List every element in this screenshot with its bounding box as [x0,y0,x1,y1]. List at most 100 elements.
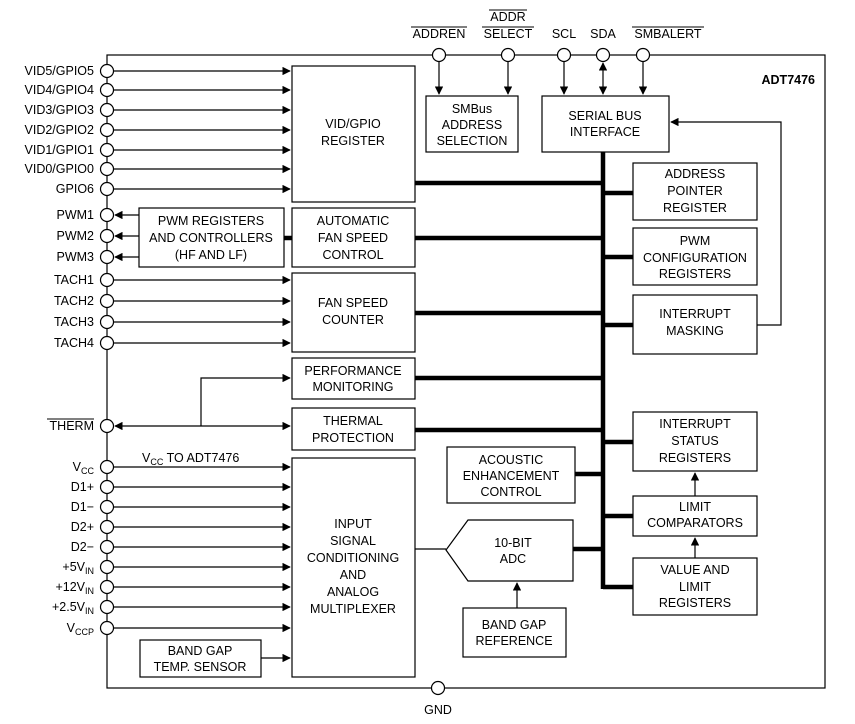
block-text: VALUE AND [660,563,729,577]
pin-gpio6 [99,181,115,197]
block-text: PROTECTION [312,431,394,445]
chip-name: ADT7476 [762,73,816,87]
pin-label: VID0/GPIO0 [25,162,95,176]
block-text: AUTOMATIC [317,214,389,228]
pin-vid1 [99,142,115,158]
pin-addr-label: ADDR [490,10,525,24]
thermal-protection-block [291,407,416,451]
band-gap-reference-block [462,607,567,658]
pin-smbalert [635,47,651,63]
block-text: SERIAL BUS [568,109,641,123]
block-text: MONITORING [312,380,393,394]
left-pins: VID5/GPIO5 VID4/GPIO4 VID3/GPIO3 VID2/GP… [25,63,291,637]
block-text: REGISTERS [659,267,731,281]
fan-speed-counter-block [291,272,416,353]
pin-tach3 [99,314,115,330]
pin-tach4 [99,335,115,351]
input-signal-conditioning-block [291,457,416,678]
block-text: COUNTER [322,313,384,327]
pin-label: VID4/GPIO4 [25,83,95,97]
block-text: CONTROL [480,485,541,499]
block-text: INTERFACE [570,125,640,139]
pin-label: TACH3 [54,315,94,329]
limit-comparators-block [632,495,758,537]
pin-label: PWM2 [57,229,95,243]
vcc-note: VCC TO ADT7476 [142,451,239,467]
block-text: VID/GPIO [325,117,381,131]
address-pointer-register-block [632,162,758,221]
pin-label: THERM [50,419,94,433]
pin-addren [431,47,447,63]
pwm-configuration-registers-block [632,227,758,286]
serial-bus-interface-block [541,95,670,153]
block-text: PWM [680,234,711,248]
pin-pwm2 [99,228,115,244]
pin-label: D1+ [71,480,94,494]
pin-label: VCCP [67,621,94,637]
value-and-limit-registers-block [632,557,758,616]
block-text: ADDRESS [442,118,502,132]
block-text: TEMP. SENSOR [154,660,247,674]
block-text: BAND GAP [168,644,233,658]
pin-label: VID2/GPIO2 [25,123,95,137]
block-text: INTERRUPT [659,417,731,431]
block-text: ADC [500,552,526,566]
pin-label: VID5/GPIO5 [25,64,95,78]
pin-label: +12VIN [55,580,94,596]
block-text: LIMIT [679,500,711,514]
pin-label: TACH4 [54,336,94,350]
block-text: CONTROL [322,248,383,262]
block-text: FAN SPEED [318,296,388,310]
pin-vid5 [99,63,115,79]
pin-vid3 [99,102,115,118]
pwm-registers-block [138,207,285,268]
block-text: ANALOG [327,585,379,599]
block-text: AND [340,568,366,582]
pin-label: VCC [73,460,95,476]
pin-d2n [99,539,115,555]
pin-d2p [99,519,115,535]
smbus-address-selection-block [425,95,519,153]
pin-5v [99,559,115,575]
block-text: PWM REGISTERS [158,214,264,228]
pin-sda [595,47,611,63]
block-text: REGISTER [321,134,385,148]
pin-vid0 [99,161,115,177]
block-text: REFERENCE [475,634,552,648]
block-text: LIMIT [679,580,711,594]
internal-bus [415,152,633,590]
block-text: MULTIPLEXER [310,602,396,616]
block-text: REGISTERS [659,451,731,465]
block-text: COMPARATORS [647,516,743,530]
pin-vcc [99,459,115,475]
block-text: AND CONTROLLERS [149,231,273,245]
block-text: ACOUSTIC [479,453,544,467]
pin-label: PWM3 [57,250,95,264]
pin-addren-label: ADDREN [413,27,466,41]
block-text: BAND GAP [482,618,547,632]
pin-label: TACH1 [54,273,94,287]
pin-pwm1 [99,207,115,223]
block-text: CONFIGURATION [643,251,747,265]
pin-vid2 [99,122,115,138]
pin-label: D2+ [71,520,94,534]
pin-label: D2− [71,540,94,554]
block-text: PERFORMANCE [304,364,401,378]
pin-12v [99,579,115,595]
block-text: 10-BIT [494,536,532,550]
block-text: FAN SPEED [318,231,388,245]
pin-tach2 [99,293,115,309]
block-text: STATUS [671,434,718,448]
top-pins: ADDREN ADDR SELECT SCL SDA SMBALERT [411,9,704,95]
pin-addr-select [500,47,516,63]
pin-gnd-label: GND [424,703,452,717]
pin-smbalert-label: SMBALERT [634,27,702,41]
pin-label: D1− [71,500,94,514]
block-text: ADDRESS [665,167,725,181]
block-text: POINTER [667,184,723,198]
chip-outline [106,54,826,689]
pin-d1n [99,499,115,515]
block-text: MASKING [666,324,724,338]
